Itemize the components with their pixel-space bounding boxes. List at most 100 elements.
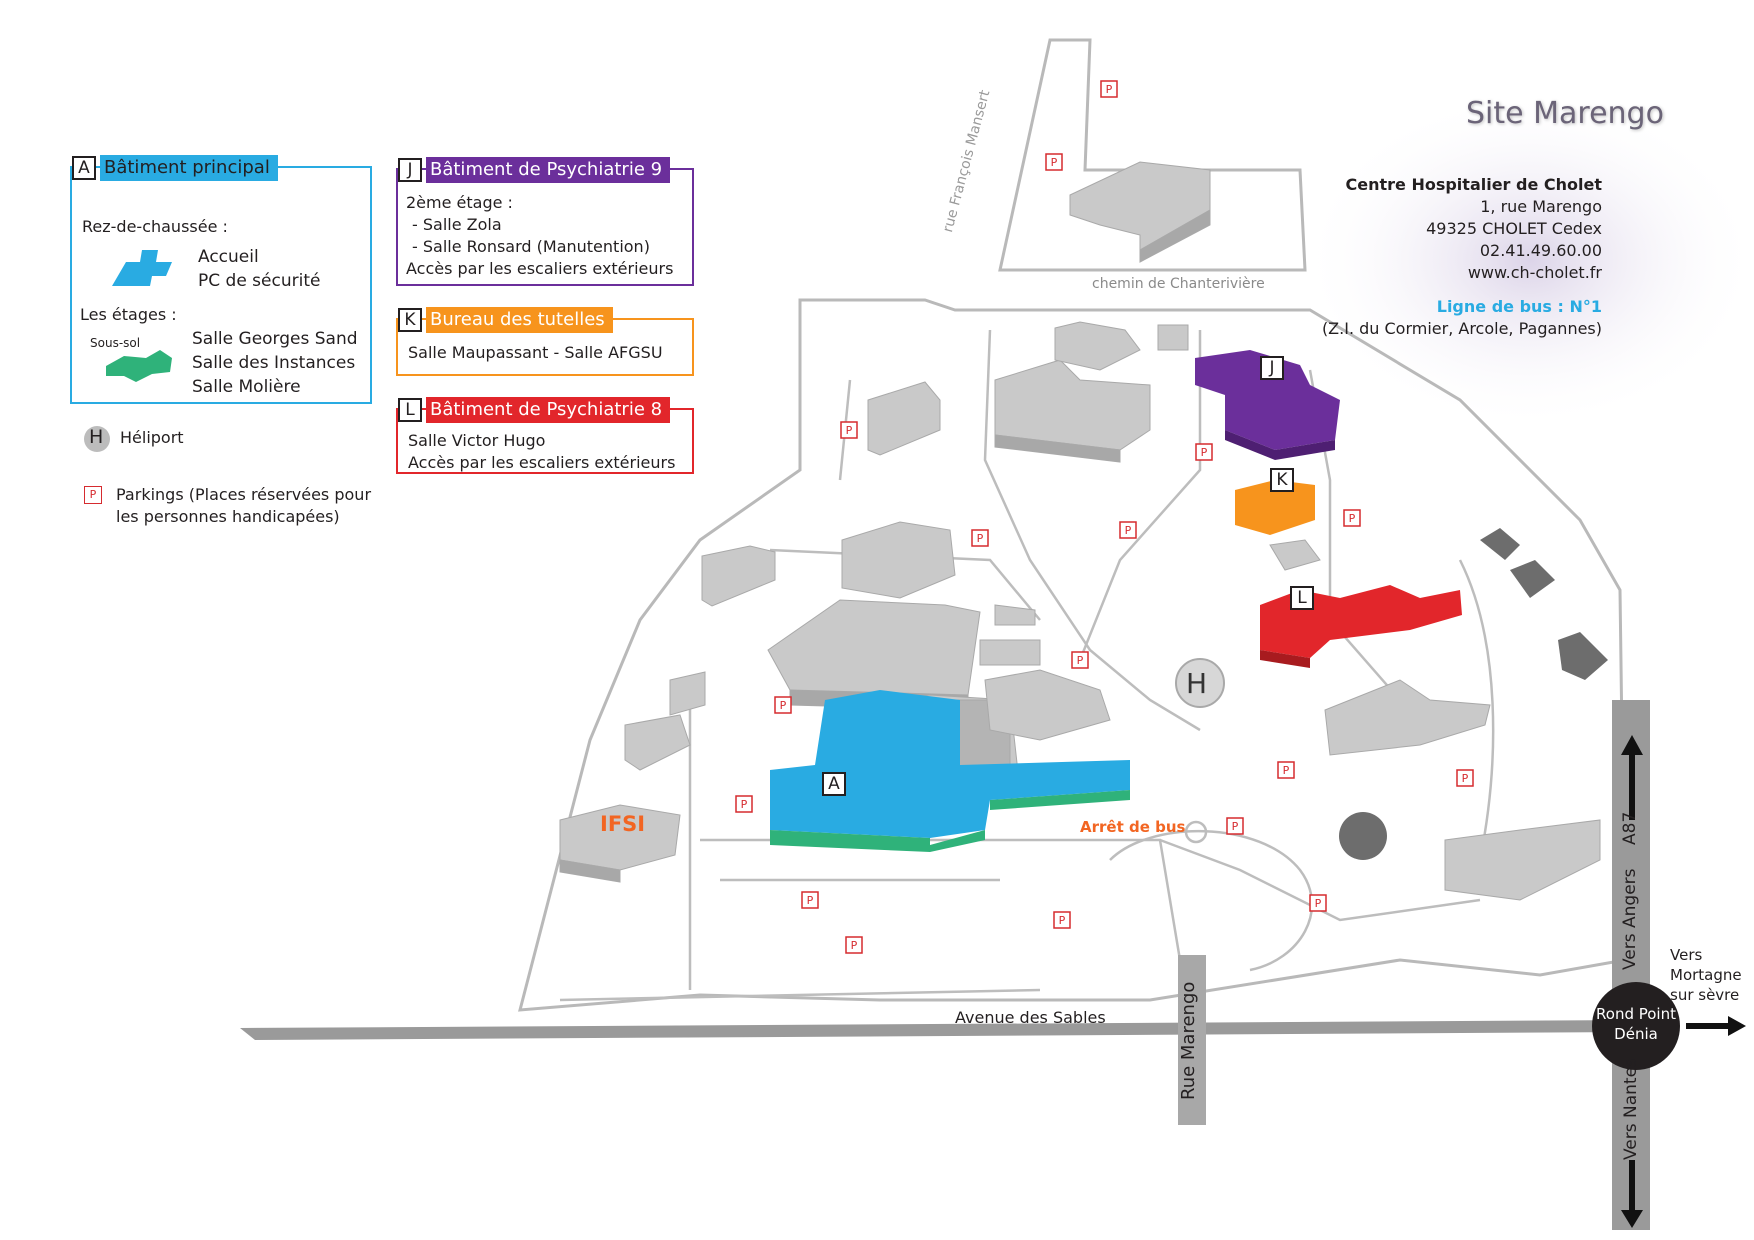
parking-marker-12: P	[1226, 817, 1244, 835]
building-north	[1069, 161, 1211, 251]
arrow-down-icon	[1621, 1160, 1643, 1228]
legend-j-title: Bâtiment de Psychiatrie 9	[426, 157, 671, 183]
parking-marker-4: P	[1195, 443, 1213, 461]
building-small-k	[1269, 539, 1321, 571]
roundabout-line1: Rond Point	[1596, 1005, 1676, 1023]
building-central-2	[767, 599, 981, 696]
svg-text:P: P	[1349, 512, 1356, 525]
ground-floor-item-2: PC de sécurité	[198, 271, 321, 291]
map-key-a: A	[822, 772, 846, 796]
svg-text:P: P	[741, 798, 748, 811]
building-south-east-1	[1324, 679, 1491, 756]
svg-text:P: P	[1125, 524, 1132, 537]
arret-bus-label: Arrêt de bus	[1080, 818, 1186, 836]
svg-text:P: P	[851, 939, 858, 952]
arrow-up-icon	[1621, 735, 1643, 820]
building-small-n2	[1157, 324, 1189, 351]
main-roads	[240, 700, 1680, 1230]
site-address: Centre Hospitalier de Cholet 1, rue Mare…	[1322, 174, 1602, 340]
vers-mortagne-label: Vers Mortagne sur sèvre	[1670, 945, 1742, 1005]
avenue-road	[240, 1020, 1640, 1040]
a87-label: A87	[1620, 811, 1640, 845]
legend-batiment-principal: A Bâtiment principal Rez-de-chaussée : A…	[70, 155, 372, 404]
floors-heading: Les étages :	[80, 305, 177, 324]
rue-marengo-road	[1178, 955, 1206, 1125]
vers-mortagne-line1: Vers	[1670, 946, 1703, 964]
building-central-3	[994, 604, 1036, 626]
vers-angers-label: Vers Angers	[1620, 868, 1640, 970]
address-street: 1, rue Marengo	[1480, 197, 1602, 216]
bus-stops: (Z.I. du Cormier, Arcole, Pagannes)	[1321, 319, 1602, 338]
roundabout	[1592, 982, 1680, 1070]
address-glow	[1300, 90, 1754, 430]
vers-nantes-label: Vers Nantes	[1621, 1058, 1641, 1160]
roundabout-label: Rond Point Dénia	[1592, 1004, 1680, 1044]
parking-marker-7: P	[1343, 509, 1361, 527]
svg-text:P: P	[1077, 654, 1084, 667]
legend-j-line-1: 2ème étage :	[406, 193, 513, 212]
svg-text:P: P	[1315, 897, 1322, 910]
ground-floor-item-1: Accueil	[198, 247, 259, 267]
parking-marker-3: P	[840, 421, 858, 439]
vers-mortagne-line2: Mortagne	[1670, 966, 1742, 984]
legend-j-key: J	[398, 158, 422, 182]
chemin-label: chemin de Chanterivière	[1092, 276, 1265, 292]
phone-number: 02.41.49.60.00	[1479, 241, 1602, 260]
legend-a-title-row: A Bâtiment principal	[72, 154, 278, 182]
svg-text:P: P	[1232, 820, 1239, 833]
parking-marker-8: P	[1071, 651, 1089, 669]
map-key-j: J	[1260, 356, 1284, 380]
svg-text:P: P	[1106, 83, 1113, 96]
floor-item-1: Salle Georges Sand	[192, 329, 358, 349]
parking-marker-15: P	[1053, 911, 1071, 929]
heliport-map-symbol: H	[1186, 667, 1208, 700]
parking-legend-line2: les personnes handicapées)	[116, 507, 340, 526]
legend-l-title: Bâtiment de Psychiatrie 8	[426, 397, 671, 423]
legend-k-line-1: Salle Maupassant - Salle AFGSU	[408, 343, 663, 362]
website-link[interactable]: www.ch-cholet.fr	[1467, 263, 1602, 282]
parking-legend-line1: Parkings (Places réservées pour	[116, 485, 372, 504]
vers-mortagne-line3: sur sèvre	[1670, 986, 1740, 1004]
legend-j-line-4: Accès par les escaliers extérieurs	[406, 259, 674, 278]
parking-marker-14: P	[801, 891, 819, 909]
site-title: Site Marengo	[1466, 96, 1664, 131]
parking-marker-1: P	[1100, 80, 1118, 98]
legend-j-line-3: - Salle Ronsard (Manutention)	[412, 237, 650, 256]
campus-outline	[518, 38, 1627, 1012]
buildings	[559, 161, 1601, 901]
building-central-1	[841, 521, 956, 599]
roundabout-line2: Dénia	[1614, 1025, 1658, 1043]
ground-floor-heading: Rez-de-chaussée :	[82, 217, 228, 236]
svg-text:P: P	[1462, 772, 1469, 785]
buildings-dark	[1339, 528, 1608, 860]
parking-marker-9: P	[774, 696, 792, 714]
svg-text:P: P	[807, 894, 814, 907]
svg-text:P: P	[846, 424, 853, 437]
legend-l-title-row: L Bâtiment de Psychiatrie 8	[398, 396, 671, 424]
svg-text:P: P	[977, 532, 984, 545]
parking-marker-13: P	[1456, 769, 1474, 787]
map-key-l: L	[1290, 586, 1314, 610]
building-slab-west	[867, 381, 941, 456]
legend-k-key: K	[398, 308, 422, 332]
parking-marker-17: P	[1309, 894, 1327, 912]
svg-text:P: P	[1059, 914, 1066, 927]
legend-j-title-row: J Bâtiment de Psychiatrie 9	[398, 156, 671, 184]
parking-marker-16: P	[845, 936, 863, 954]
parking-marker-6: P	[1119, 521, 1137, 539]
building-west-1	[701, 545, 776, 607]
building-small-n1	[1054, 321, 1141, 371]
parking-marker-10: P	[735, 795, 753, 813]
building-k	[1235, 480, 1315, 535]
building-j	[1195, 350, 1340, 460]
svg-text:P: P	[1201, 446, 1208, 459]
legend-k-title-row: K Bureau des tutelles	[398, 306, 613, 334]
legend-tutelles: K Bureau des tutelles Salle Maupassant -…	[396, 307, 694, 376]
parking-marker-2: P	[1045, 153, 1063, 171]
parking-legend-icon: P	[84, 486, 102, 504]
building-west-2	[669, 671, 706, 716]
basement-label: Sous-sol	[90, 336, 141, 350]
internal-roads	[559, 329, 1495, 1002]
legend-psychiatrie-9: J Bâtiment de Psychiatrie 9 2ème étage :…	[396, 157, 694, 286]
